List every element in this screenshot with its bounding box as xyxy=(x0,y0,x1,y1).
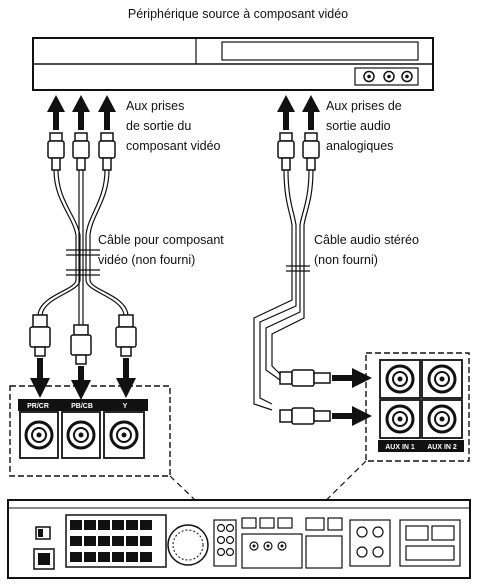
video-top-plugs xyxy=(47,132,116,171)
aux-input-jacks xyxy=(385,364,457,434)
video-cable xyxy=(29,132,137,365)
video-bottom-plugs xyxy=(29,314,137,365)
video-down-arrows xyxy=(30,358,136,400)
video-input-jacks xyxy=(24,420,139,450)
source-device xyxy=(32,37,434,91)
audio-up-arrows xyxy=(277,95,320,130)
audio-outputs-label: Aux prises de sortie audio analogiques xyxy=(326,99,405,153)
svg-text:PB/CB: PB/CB xyxy=(71,403,93,410)
audio-cable xyxy=(253,132,372,426)
source-jacks xyxy=(363,70,413,83)
video-jack-labels: PR/CR PB/CB Y xyxy=(27,403,128,410)
video-outputs-label: Aux prises de sortie du composant vidéo xyxy=(126,99,221,153)
svg-text:AUX IN 1: AUX IN 1 xyxy=(385,444,415,451)
video-cable-label: Câble pour composant vidéo (non fourni) xyxy=(98,233,227,267)
receiver-rear-panel xyxy=(7,499,471,579)
audio-cable-label: Câble audio stéréo (non fourni) xyxy=(314,233,422,267)
aux-jack-labels: AUX IN 1 AUX IN 2 xyxy=(385,444,457,451)
video-jack-inset: PR/CR PB/CB Y xyxy=(9,385,171,477)
aux-jack-inset: AUX IN 1 AUX IN 2 xyxy=(365,352,470,462)
video-up-arrows xyxy=(47,95,116,130)
svg-text:AUX IN 2: AUX IN 2 xyxy=(427,444,457,451)
svg-text:PR/CR: PR/CR xyxy=(27,403,49,410)
diagram-title: Périphérique source à composant vidéo xyxy=(128,7,348,21)
svg-text:Y: Y xyxy=(123,403,128,410)
